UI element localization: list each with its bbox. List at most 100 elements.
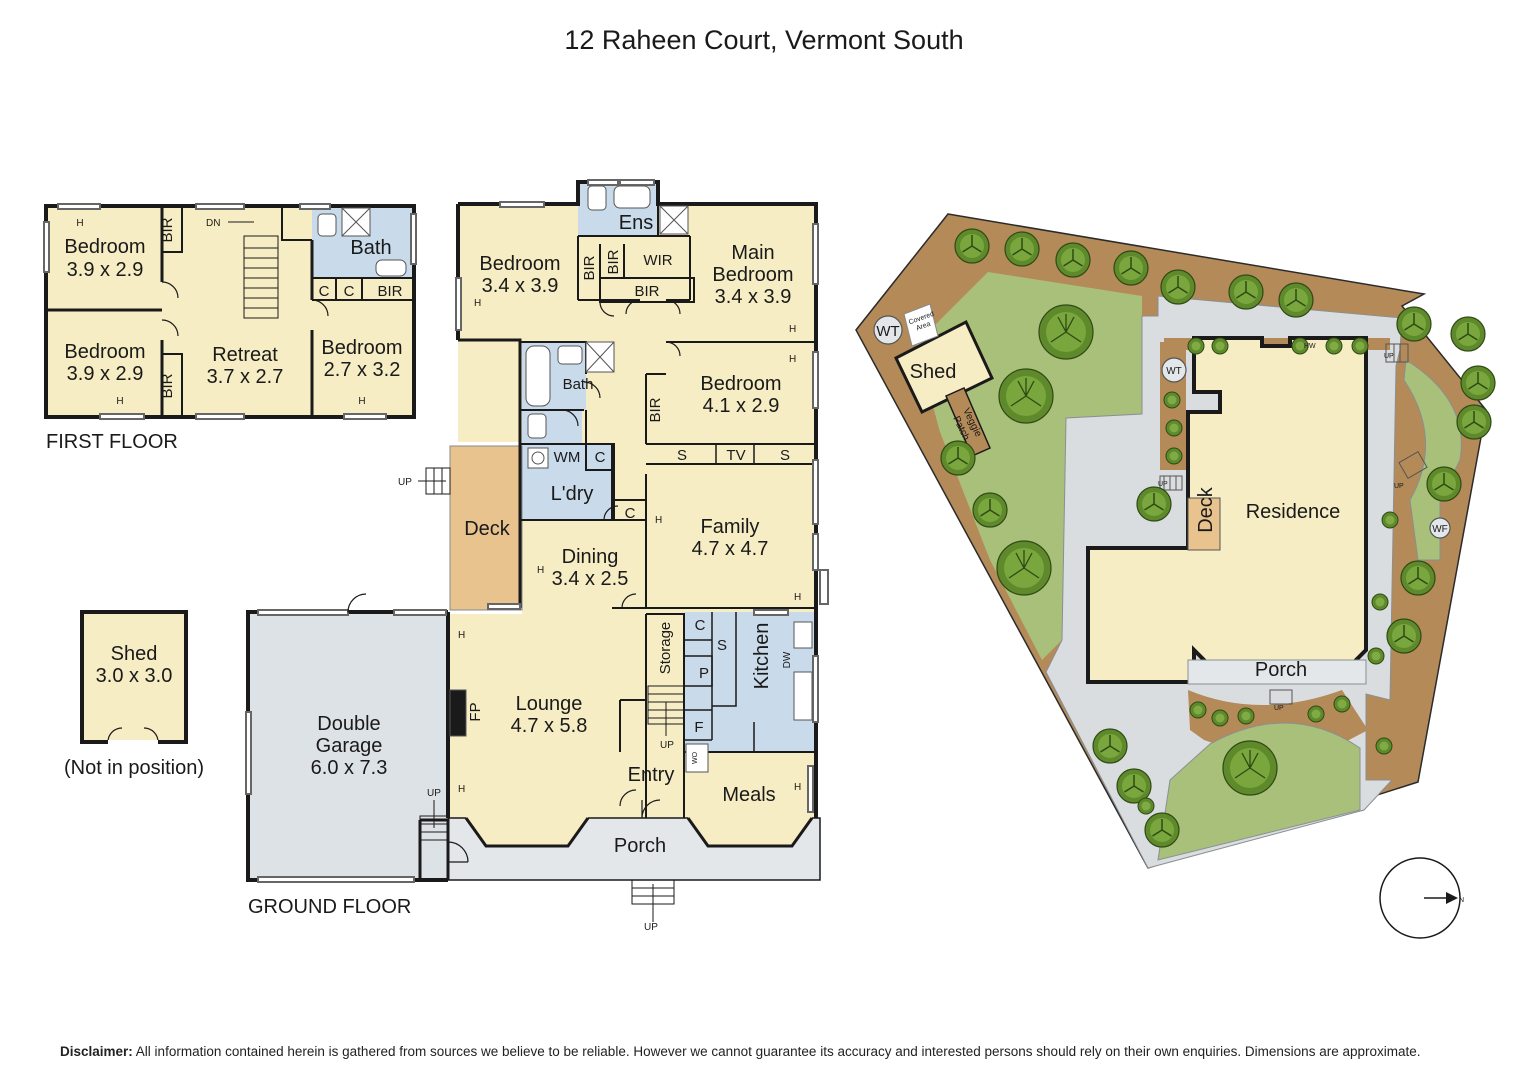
- main-bedroom-name-line2: Bedroom: [712, 264, 793, 286]
- site-up-label-1: UP: [1384, 353, 1394, 360]
- first-floor-heater-3: H: [358, 396, 365, 407]
- site-water-tank-2: [1161, 357, 1187, 383]
- site-porch: [1187, 659, 1367, 685]
- heater-family: H: [655, 515, 662, 526]
- main-bir-label: BIR: [634, 283, 659, 300]
- porch-up-label: UP: [644, 922, 658, 933]
- first-floor-doors: [161, 281, 329, 337]
- heater-lounge-2: H: [458, 784, 465, 795]
- entry-label: Entry: [628, 764, 675, 786]
- heater-bedroom-a: H: [474, 298, 481, 309]
- site-wt-label-2: WT: [1166, 366, 1182, 377]
- heater-dining: H: [537, 565, 544, 576]
- family-name: Family: [701, 516, 760, 538]
- first-floor-bedroom-2-dim: 3.9 x 2.9: [67, 363, 144, 385]
- ground-floor-fixtures: [449, 185, 813, 773]
- deck-area: [449, 445, 523, 611]
- shed-dim: 3.0 x 3.0: [96, 665, 173, 687]
- site-residence-label: Residence: [1246, 501, 1341, 523]
- first-floor-bir-label: BIR: [377, 283, 402, 300]
- ensuite-label: Ens: [619, 212, 653, 234]
- dishwasher-label: DW: [782, 651, 793, 668]
- kitchen-shelf-label: S: [717, 637, 727, 654]
- shelf-label-1: S: [677, 447, 687, 464]
- dining-name: Dining: [562, 546, 619, 568]
- first-floor-stairs: [243, 235, 279, 319]
- site-up-label-2: UP: [1394, 483, 1404, 490]
- ground-floor-plan: Bedroom 3.4 x 3.9 Main Bedroom 3.4 x 3.9…: [245, 179, 829, 933]
- page-title: 12 Raheen Court, Vermont South: [564, 25, 963, 55]
- side-garden: [1403, 359, 1462, 561]
- bedroom-b-bir-label: BIR: [647, 397, 664, 422]
- tv-label: TV: [726, 447, 745, 464]
- main-bir-label-2: BIR: [605, 249, 622, 274]
- shed-note: (Not in position): [64, 757, 204, 779]
- first-floor-bedroom-1-dim: 3.9 x 2.9: [67, 259, 144, 281]
- ground-floor-doors: [347, 299, 681, 863]
- first-floor-dn-label: DN: [206, 218, 220, 229]
- ground-floor-walls: [246, 180, 821, 882]
- deck-up-label: UP: [398, 477, 412, 488]
- disclaimer-text: All information contained herein is gath…: [132, 1044, 1421, 1059]
- first-floor-c-label-2: C: [344, 283, 355, 300]
- garage-up-label: UP: [427, 788, 441, 799]
- first-floor-heater-2: H: [116, 396, 123, 407]
- covered-area: [903, 303, 939, 347]
- first-floor-c-label-1: C: [319, 283, 330, 300]
- entry-up-label: UP: [660, 740, 674, 751]
- garage-name-line2: Garage: [316, 735, 383, 757]
- first-floor-retreat-name: Retreat: [212, 344, 278, 366]
- site-stairs: [1159, 343, 1428, 705]
- garage-area: [248, 612, 448, 880]
- heater-bedroom-b: H: [789, 354, 796, 365]
- dining-dim: 3.4 x 2.5: [552, 568, 629, 590]
- hall-cupboard-label: C: [625, 505, 636, 522]
- pantry-label: P: [699, 665, 709, 682]
- porch-label: Porch: [614, 835, 666, 857]
- first-floor-bedroom-3-dim: 2.7 x 3.2: [324, 359, 401, 381]
- ground-floor-windows: [245, 179, 829, 883]
- kitchen-area: [684, 612, 816, 752]
- covered-area-label-line2: Area: [915, 321, 931, 333]
- site-shed-label: Shed: [910, 361, 957, 383]
- lounge-dim: 4.7 x 5.8: [511, 715, 588, 737]
- site-up-label-4: UP: [1274, 705, 1284, 712]
- laundry-label: L'dry: [551, 483, 594, 505]
- kitchen-label: Kitchen: [751, 623, 773, 690]
- main-bedroom-dim: 3.4 x 3.9: [715, 286, 792, 308]
- ground-bedroom-a-name: Bedroom: [479, 253, 560, 275]
- heater-main-bedroom: H: [789, 324, 796, 335]
- first-floor-bedroom-3-name: Bedroom: [321, 337, 402, 359]
- garage-dim: 6.0 x 7.3: [311, 757, 388, 779]
- site-shed: [894, 319, 994, 415]
- meals-label: Meals: [722, 784, 775, 806]
- first-floor-bir-label-bottom: BIR: [159, 373, 176, 398]
- north-label: N: [1459, 897, 1464, 904]
- site-water-tank-1: [873, 315, 903, 345]
- laundry-cupboard-label: C: [595, 449, 606, 466]
- site-deck-label: Deck: [1195, 486, 1217, 533]
- lounge-name: Lounge: [516, 693, 583, 715]
- heater-meals: H: [794, 782, 801, 793]
- disclaimer-label: Disclaimer:: [60, 1044, 133, 1059]
- ground-floor-up-arrows: [418, 480, 667, 922]
- ground-floor-label: GROUND FLOOR: [248, 896, 411, 918]
- heater-lounge-1: H: [458, 630, 465, 641]
- shed-plan: Shed 3.0 x 3.0 (Not in position): [64, 610, 204, 779]
- shelf-label-2: S: [780, 447, 790, 464]
- main-bedroom-name-line1: Main: [731, 242, 774, 264]
- site-wt-label-1: WT: [876, 323, 899, 340]
- meals-bay-window: [686, 817, 814, 848]
- first-floor-windows: [43, 203, 417, 420]
- first-floor-plan: DN Bedroom 3.9 x 2.9 Bedroom 3.9 x 2.9 R…: [43, 203, 417, 453]
- residence-footprint: [1086, 336, 1368, 684]
- site-wf-label: WF: [1432, 524, 1448, 535]
- disclaimer: Disclaimer: All information contained he…: [60, 1044, 1480, 1059]
- fridge-label: F: [694, 719, 703, 736]
- heater-family-2: H: [794, 592, 801, 603]
- family-dim: 4.7 x 4.7: [692, 538, 769, 560]
- first-floor-bedroom-2-name: Bedroom: [64, 341, 145, 363]
- first-floor-retreat-dim: 3.7 x 2.7: [207, 366, 284, 388]
- wir-label: WIR: [643, 252, 672, 269]
